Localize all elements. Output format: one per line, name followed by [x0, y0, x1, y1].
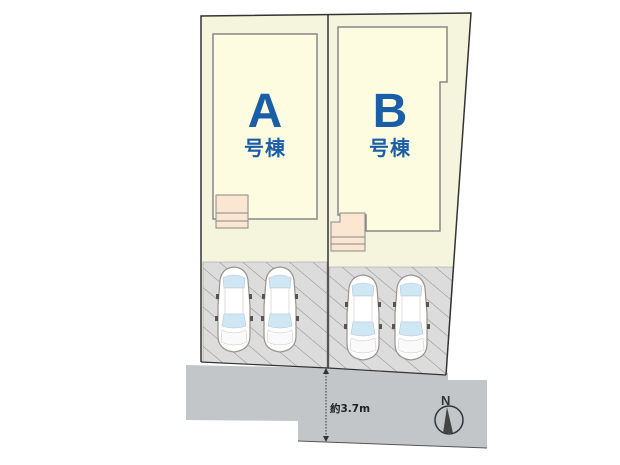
unit-a-letter: A	[247, 85, 283, 138]
road-width-label: 約3.7m	[330, 403, 371, 415]
building-a	[212, 33, 318, 220]
unit-b-letter: B	[372, 85, 408, 138]
north-label: N	[441, 393, 451, 408]
unit-b-suffix: 号棟	[369, 136, 411, 160]
entrance-a	[215, 194, 249, 229]
car-b2	[391, 274, 431, 361]
car-a2	[260, 266, 300, 353]
unit-b-label: B 号棟	[340, 85, 440, 160]
entrance-b	[330, 212, 366, 252]
road-width-dimension	[323, 368, 329, 442]
lot-boundary	[200, 12, 472, 376]
unit-a-label: A 号棟	[215, 85, 315, 160]
north-compass-icon	[434, 405, 464, 435]
car-b1	[343, 274, 383, 361]
road	[186, 365, 487, 448]
unit-a-suffix: 号棟	[244, 136, 286, 160]
car-a1	[214, 266, 254, 353]
